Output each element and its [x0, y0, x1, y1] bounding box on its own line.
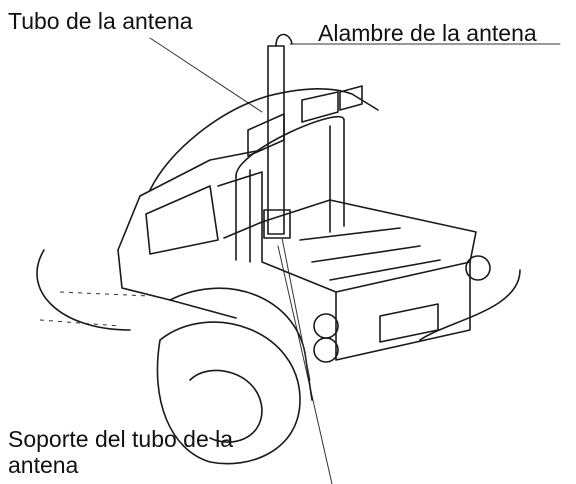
front-wheel: [156, 321, 301, 465]
antenna-tube-label: Tubo de la antena: [8, 8, 193, 34]
roll-bar: [235, 119, 345, 263]
antenna-tube-mount-label: Soporte del tubo de la antena: [8, 426, 234, 478]
antenna-wire-label: Alambre de la antena: [318, 20, 537, 46]
leader-line-antenna-mount: [277, 245, 333, 484]
antenna-wire: [275, 33, 293, 47]
antenna-mount: [263, 209, 291, 239]
leader-line-antenna-tube: [149, 37, 263, 113]
tail-light-lower: [313, 337, 339, 363]
license-plate: [379, 303, 439, 343]
truck-bed: [261, 199, 477, 293]
rear-wheel: [419, 269, 521, 341]
tail-light-upper: [313, 313, 339, 339]
